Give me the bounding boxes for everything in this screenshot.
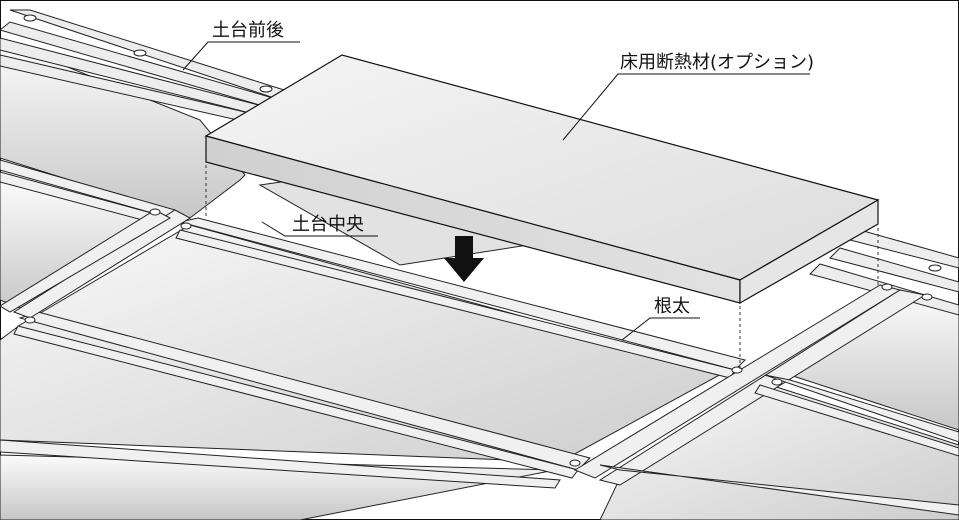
down-arrow-icon [444,236,484,282]
label-dodai-front-back: 土台前後 [212,20,284,41]
drop-guide-lines [205,165,879,370]
leader-lines [182,41,810,341]
label-floor-insulation: 床用断熱材(オプション) [620,52,814,73]
insulation-board [204,54,880,305]
floor-panels [0,39,959,520]
label-dodai-center: 土台中央 [292,214,364,235]
label-joist: 根太 [654,296,690,317]
joist-rails [0,159,959,516]
